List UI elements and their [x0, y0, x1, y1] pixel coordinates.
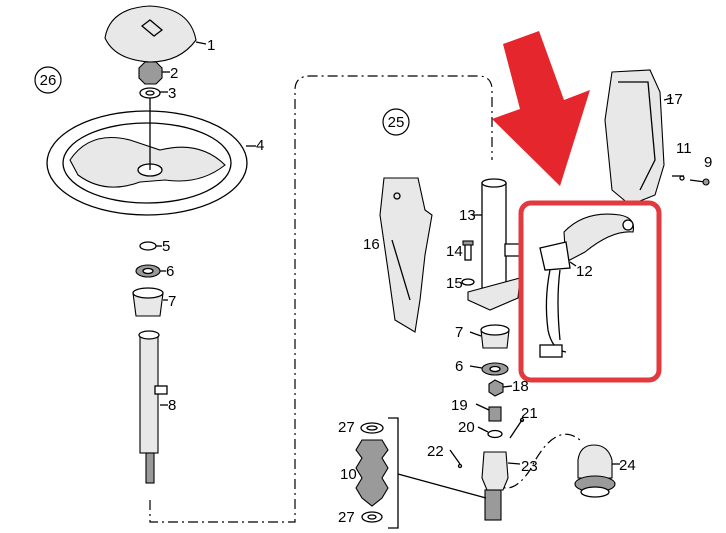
- highlight-arrow: [492, 31, 590, 186]
- part-15-washer[interactable]: [461, 278, 475, 286]
- callout-27-bottom: 27: [338, 509, 355, 526]
- callout-23: 23: [521, 458, 538, 475]
- callout-15: 15: [446, 275, 463, 292]
- group-10-bracket: [388, 417, 399, 529]
- part-7-bushing-group-25[interactable]: [469, 324, 510, 349]
- callout-13: 13: [459, 207, 476, 224]
- callout-6-group-25: 6: [455, 358, 463, 375]
- callout-11: 11: [676, 140, 692, 157]
- group-25-marker: 25: [382, 108, 410, 136]
- group-25-label: 25: [388, 114, 405, 131]
- part-9-bolt[interactable]: [689, 178, 710, 186]
- part-2-nut[interactable]: [138, 61, 170, 85]
- part-20-ring[interactable]: [477, 426, 503, 439]
- callout-27-top: 27: [338, 419, 355, 436]
- part-18-nut[interactable]: [488, 379, 513, 397]
- part-4-steering-wheel[interactable]: [46, 98, 256, 216]
- callout-21: 21: [521, 405, 538, 422]
- group-25-boundary: [149, 75, 493, 523]
- part-5-snap-ring[interactable]: [139, 241, 162, 251]
- part-10-rubber-boot[interactable]: [355, 439, 389, 507]
- callout-17: 17: [666, 91, 683, 108]
- part-11-washer[interactable]: [672, 175, 685, 181]
- callout-14: 14: [446, 243, 463, 260]
- part-7-bushing[interactable]: [132, 287, 168, 317]
- callout-19: 19: [451, 397, 468, 414]
- callout-20: 20: [458, 419, 475, 436]
- part-14-screw[interactable]: [462, 240, 474, 261]
- callout-4: 4: [256, 137, 264, 154]
- part-24-cap-assembly[interactable]: [574, 444, 620, 498]
- part-3-washer[interactable]: [139, 87, 168, 99]
- part-6-bearing-group-25[interactable]: [469, 362, 509, 376]
- part-19-spring[interactable]: [475, 403, 502, 422]
- callout-1: 1: [207, 37, 215, 54]
- callout-labels: 1 2 3 4 5 6 7 8 16 13 14 15 7 6 18 19 20…: [162, 37, 712, 526]
- part-1-center-cap[interactable]: [104, 5, 207, 63]
- part-12-tilt-lever[interactable]: [539, 213, 635, 358]
- part-21-pin[interactable]: [509, 417, 525, 439]
- callout-6: 6: [166, 263, 174, 280]
- group-26-marker: 26: [34, 66, 62, 94]
- callout-16: 16: [363, 236, 380, 253]
- callout-8: 8: [168, 397, 176, 414]
- part-22-pin[interactable]: [449, 449, 463, 469]
- part-27-clamp-top[interactable]: [360, 422, 384, 434]
- callout-2: 2: [170, 65, 178, 82]
- callout-24: 24: [619, 457, 636, 474]
- part-23-universal-joint[interactable]: [481, 451, 521, 521]
- callout-3: 3: [168, 85, 176, 102]
- part-17-housing-cover[interactable]: [604, 69, 673, 206]
- bracket-leader: [397, 473, 487, 499]
- callout-22: 22: [427, 443, 444, 460]
- part-16-cover-panel[interactable]: [379, 177, 433, 333]
- callout-7: 7: [168, 293, 176, 310]
- callout-12: 12: [576, 263, 593, 280]
- part-13-column-tube[interactable]: [467, 178, 521, 311]
- group-26-label: 26: [40, 72, 57, 89]
- part-27-clamp-bottom[interactable]: [361, 511, 383, 523]
- callout-10: 10: [340, 466, 357, 483]
- callout-7-group-25: 7: [455, 324, 463, 341]
- highlight-box: [518, 200, 662, 383]
- part-6-bearing[interactable]: [135, 264, 166, 278]
- part-8-steering-shaft[interactable]: [138, 330, 168, 484]
- group-25-boundary-lower: [491, 433, 581, 489]
- callout-18: 18: [512, 378, 529, 395]
- callout-9: 9: [704, 154, 712, 171]
- callout-5: 5: [162, 238, 170, 255]
